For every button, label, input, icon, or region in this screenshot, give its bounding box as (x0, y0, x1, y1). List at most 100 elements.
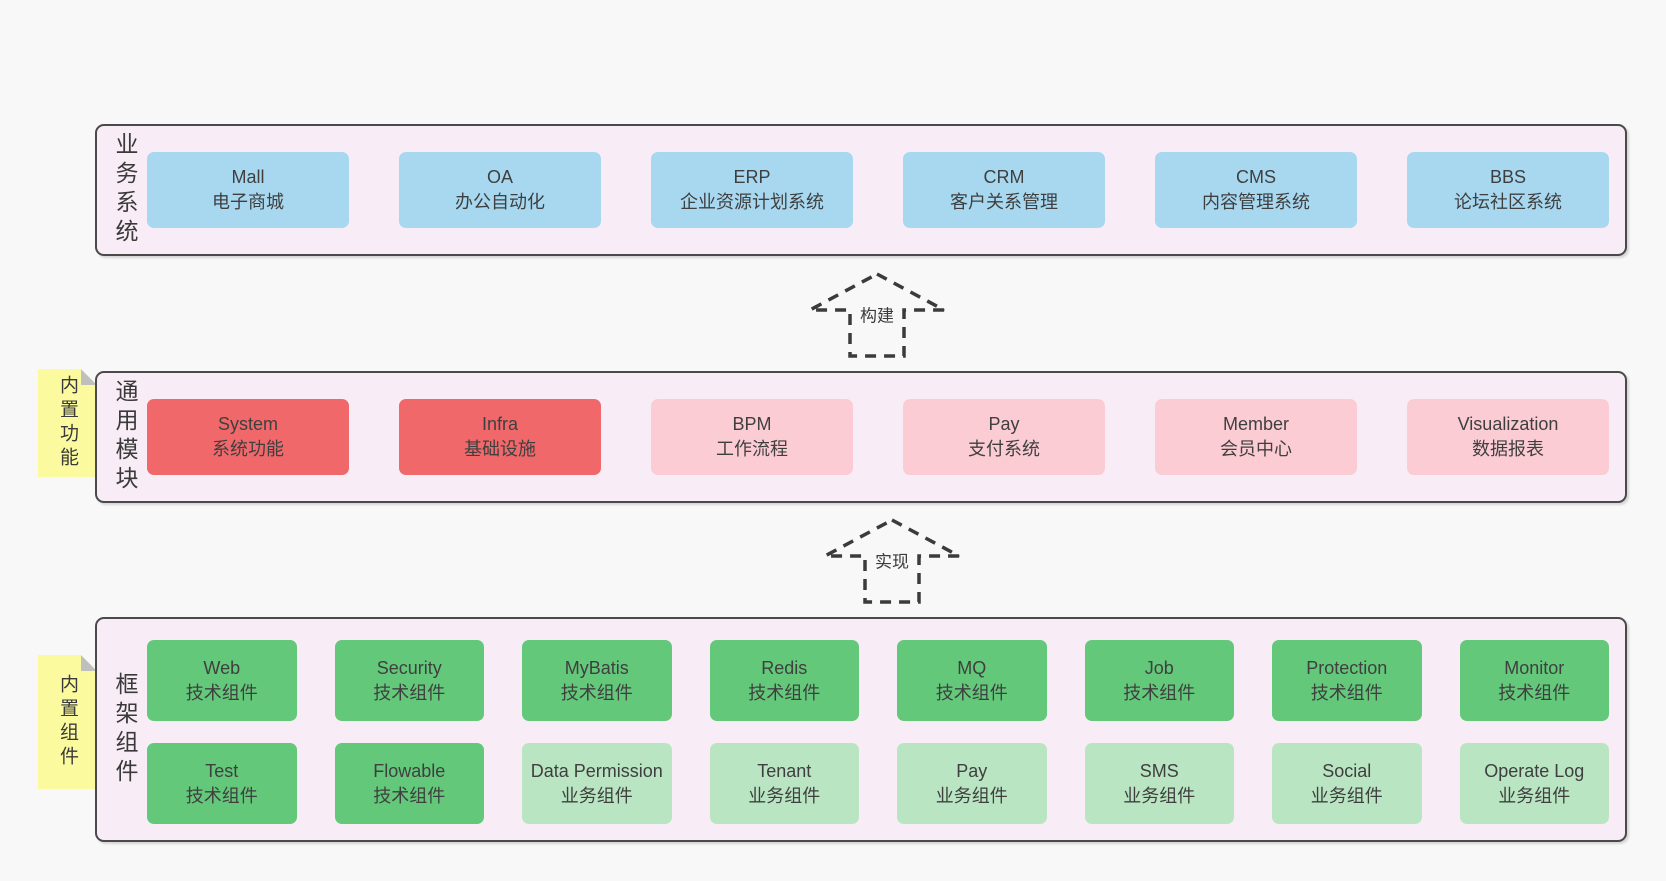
box-title: Member (1222, 414, 1289, 435)
box-title: System (217, 414, 278, 435)
builtin-features-note-label: 内置功能 (57, 375, 78, 471)
implement-arrow: 实现 (821, 516, 963, 606)
box-system: System 系统功能 (147, 399, 349, 475)
box-title: Data Permission (530, 760, 663, 781)
box-title: Monitor (1504, 657, 1565, 678)
box-title: MQ (957, 657, 987, 678)
module-boxes: System 系统功能 Infra 基础设施 BPM 工作流程 Pay 支付系统 Member 会… (147, 399, 1609, 475)
box-title: Flowable (373, 760, 446, 781)
box-oa: OA 办公自动化 (399, 152, 601, 228)
box-flowable: Flowable 技术组件 (334, 743, 484, 824)
box-pay: Pay 业务组件 (897, 743, 1047, 824)
implement-arrow-label: 实现 (872, 546, 912, 574)
box-subtitle: 技术组件 (373, 785, 446, 806)
up-arrow-icon (824, 518, 960, 604)
box-monitor: Monitor 技术组件 (1459, 640, 1609, 721)
box-redis: Redis 技术组件 (709, 640, 859, 721)
box-title: SMS (1139, 760, 1179, 781)
box-subtitle: 系统功能 (212, 439, 284, 459)
box-title: Pay (988, 414, 1020, 435)
box-title: OA (486, 167, 513, 188)
build-arrow-label: 构建 (857, 300, 897, 328)
modules-panel-label: 通用模块 (112, 379, 138, 495)
box-subtitle: 客户关系管理 (950, 192, 1058, 212)
box-title: Infra (481, 414, 519, 435)
builtin-components-note-label: 内置组件 (57, 674, 78, 770)
box-subtitle: 数据报表 (1472, 439, 1544, 459)
box-title: BPM (732, 414, 772, 435)
box-title: Social (1322, 760, 1372, 781)
box-subtitle: 技术组件 (1498, 682, 1571, 703)
box-title: Mall (231, 167, 265, 188)
box-subtitle: 支付系统 (968, 439, 1040, 459)
up-arrow-icon (809, 272, 945, 358)
box-subtitle: 办公自动化 (455, 192, 545, 212)
box-security: Security 技术组件 (334, 640, 484, 721)
box-title: Redis (761, 657, 808, 678)
build-arrow: 构建 (806, 270, 948, 360)
box-title: BBS (1489, 167, 1527, 188)
box-subtitle: 内容管理系统 (1202, 192, 1310, 212)
box-subtitle: 业务组件 (560, 785, 633, 806)
builtin-features-note: 内置功能 (38, 369, 97, 477)
box-subtitle: 技术组件 (1310, 682, 1383, 703)
box-infra: Infra 基础设施 (399, 399, 601, 475)
box-subtitle: 技术组件 (560, 682, 633, 703)
box-member: Member 会员中心 (1155, 399, 1357, 475)
box-subtitle: 技术组件 (373, 682, 446, 703)
box-subtitle: 业务组件 (1498, 785, 1571, 806)
box-pay: Pay 支付系统 (903, 399, 1105, 475)
box-subtitle: 技术组件 (185, 682, 258, 703)
box-title: CRM (983, 167, 1025, 188)
box-subtitle: 技术组件 (748, 682, 821, 703)
box-erp: ERP 企业资源计划系统 (651, 152, 853, 228)
box-subtitle: 业务组件 (1123, 785, 1196, 806)
box-subtitle: 基础设施 (464, 439, 536, 459)
box-protection: Protection 技术组件 (1272, 640, 1422, 721)
box-job: Job 技术组件 (1084, 640, 1234, 721)
box-visualization: Visualization 数据报表 (1407, 399, 1609, 475)
box-subtitle: 业务组件 (748, 785, 821, 806)
box-mybatis: MyBatis 技术组件 (522, 640, 672, 721)
box-title: ERP (733, 167, 771, 188)
box-subtitle: 电子商城 (212, 192, 284, 212)
box-title: Web (203, 657, 241, 678)
box-subtitle: 业务组件 (935, 785, 1008, 806)
box-subtitle: 论坛社区系统 (1454, 192, 1562, 212)
box-title: Pay (956, 760, 988, 781)
business-systems-panel: 业务系统 Mall 电子商城 OA 办公自动化 ERP 企业资源计划系统 CRM 客户关系管理… (95, 124, 1627, 256)
common-modules-panel: 通用模块 System 系统功能 Infra 基础设施 BPM 工作流程 Pay 支付系统 Me… (95, 371, 1627, 503)
builtin-components-note: 内置组件 (38, 655, 97, 789)
box-subtitle: 企业资源计划系统 (680, 192, 824, 212)
box-title: Tenant (757, 760, 812, 781)
box-social: Social 业务组件 (1272, 743, 1422, 824)
box-mall: Mall 电子商城 (147, 152, 349, 228)
box-subtitle: 会员中心 (1220, 439, 1292, 459)
box-subtitle: 业务组件 (1310, 785, 1383, 806)
box-title: Protection (1306, 657, 1388, 678)
box-subtitle: 技术组件 (185, 785, 258, 806)
box-title: Visualization (1457, 414, 1559, 435)
box-title: MyBatis (564, 657, 629, 678)
box-web: Web 技术组件 (147, 640, 297, 721)
box-subtitle: 技术组件 (1123, 682, 1196, 703)
box-sms: SMS 业务组件 (1084, 743, 1234, 824)
box-title: Job (1144, 657, 1174, 678)
box-mq: MQ 技术组件 (897, 640, 1047, 721)
box-data-permission: Data Permission 业务组件 (522, 743, 672, 824)
box-subtitle: 技术组件 (935, 682, 1008, 703)
framework-panel-label: 框架组件 (112, 671, 138, 788)
box-crm: CRM 客户关系管理 (903, 152, 1105, 228)
box-title: Security (376, 657, 442, 678)
business-panel-label: 业务系统 (112, 132, 138, 248)
box-subtitle: 工作流程 (716, 439, 788, 459)
